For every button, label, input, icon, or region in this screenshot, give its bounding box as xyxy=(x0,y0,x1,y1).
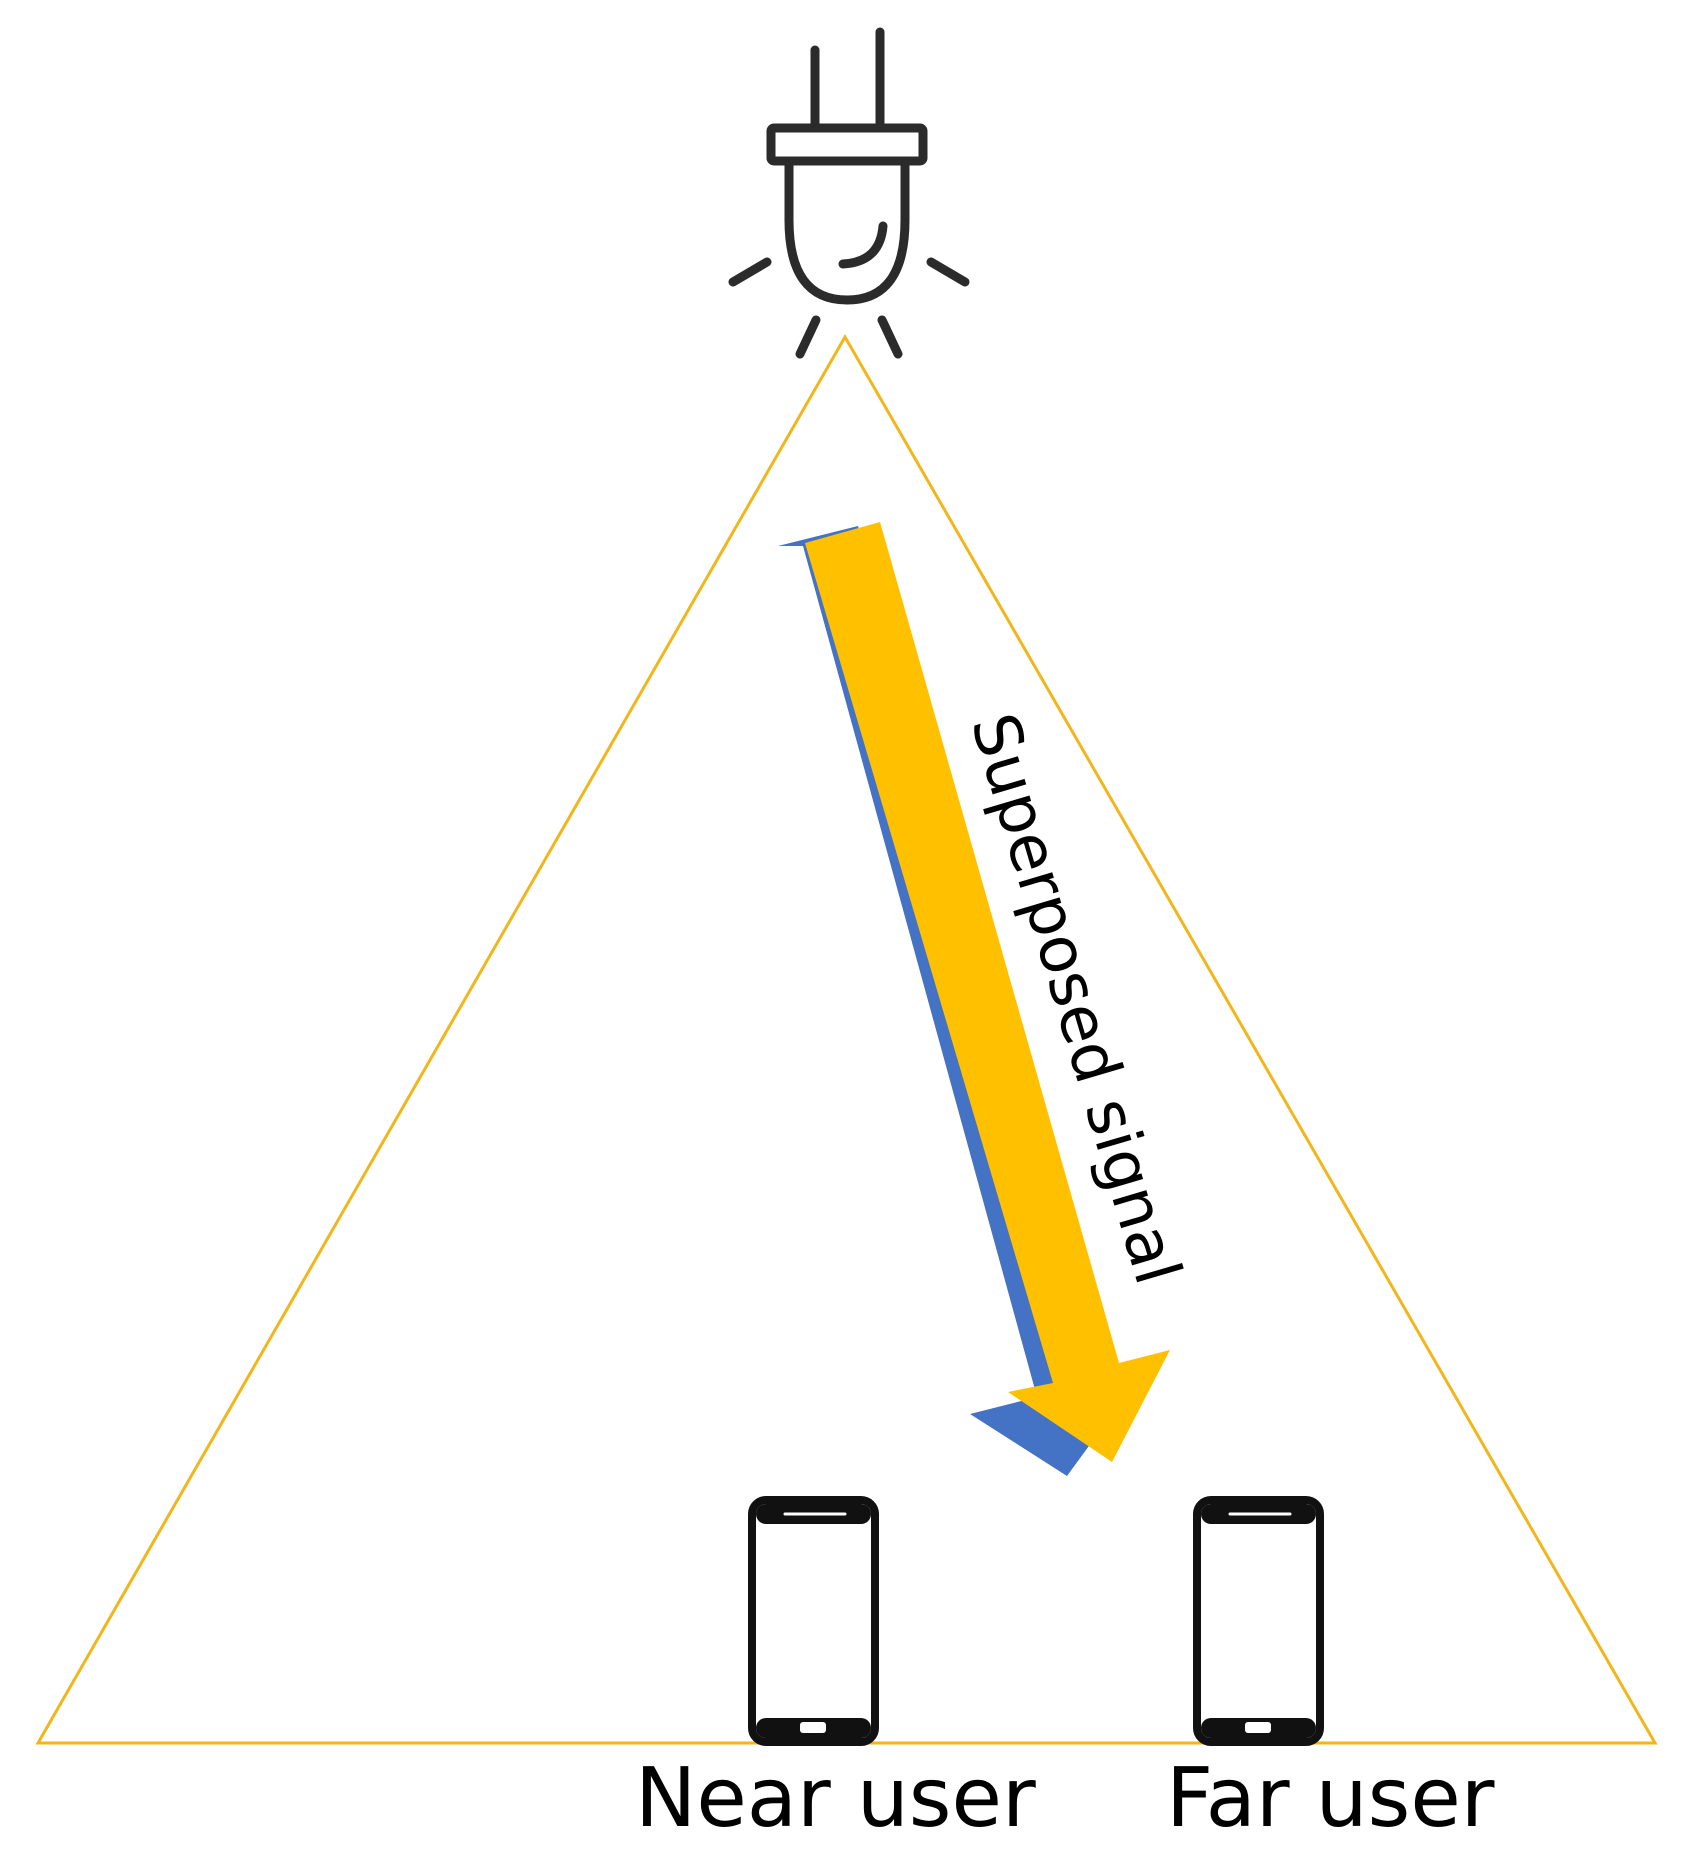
smartphone-icon xyxy=(748,1496,879,1746)
far-user-label: Far user xyxy=(1166,1751,1495,1846)
led-light-icon xyxy=(728,27,970,359)
near-user-label: Near user xyxy=(635,1751,1036,1846)
signal-arrow-primary xyxy=(805,522,1170,1462)
smartphone-icon xyxy=(1193,1496,1324,1746)
